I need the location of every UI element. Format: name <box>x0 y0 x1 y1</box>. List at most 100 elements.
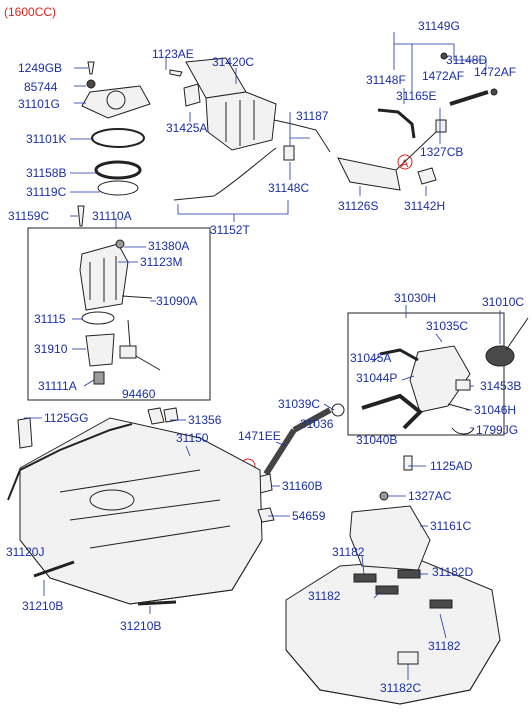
tank-under-shield-assembly <box>285 491 501 705</box>
filler-neck-box <box>347 312 505 436</box>
pad-31182D-shape <box>397 569 421 579</box>
label-1472AF-b: 1472AF <box>474 65 516 79</box>
ring-31101K-shape <box>91 128 145 148</box>
pump-31910-shape <box>85 333 115 367</box>
clip-1472AF-a <box>440 52 448 60</box>
tube-to-filter <box>395 131 437 171</box>
label-31182-a: 31182 <box>332 545 365 559</box>
label-31045A: 31045A <box>350 351 391 365</box>
label-31119C: 31119C <box>26 185 67 199</box>
label-31420C: 31420C <box>212 55 254 69</box>
strainer-31111A-shape <box>93 371 105 385</box>
sender-arm-31090A-shape <box>121 295 153 299</box>
label-31035C: 31035C <box>426 319 468 333</box>
label-1125GG: 1125GG <box>44 411 88 425</box>
sender-connector-shape <box>119 345 137 359</box>
label-31165E: 31165E <box>396 89 436 103</box>
label-1472AF-a: 1472AF <box>422 69 464 83</box>
bolt-31159C-shape <box>77 205 85 227</box>
label-31210B-a: 31210B <box>22 599 63 613</box>
label-31148C: 31148C <box>268 181 309 195</box>
label-31039C: 31039C <box>278 397 320 411</box>
label-31120J: 31120J <box>6 545 44 559</box>
bolt-1249GB-shape <box>87 61 95 75</box>
canister-assembly <box>169 57 331 201</box>
label-85744: 85744 <box>24 80 58 94</box>
gasket-31119C-shape <box>97 180 139 196</box>
pipe-31152T-shape <box>173 147 277 201</box>
label-31187: 31187 <box>296 109 329 123</box>
label-31161C: 31161C <box>430 519 471 533</box>
label-31101G: 31101G <box>18 97 60 111</box>
band-31210B-a <box>33 560 75 578</box>
label-1799JG: 1799JG <box>476 423 518 437</box>
bracket-31161C-shape <box>349 505 431 571</box>
bolt-1123AE-shape <box>169 69 183 77</box>
label-31142H: 31142H <box>404 199 445 213</box>
label-54659: 54659 <box>292 509 326 523</box>
pad-31182-a <box>353 573 377 583</box>
label-1125AD: 1125AD <box>430 459 473 473</box>
label-31453B: 31453B <box>480 379 521 393</box>
hose-31045A-shape <box>379 348 419 362</box>
label-31182-b: 31182 <box>308 589 341 603</box>
label-31046H: 31046H <box>474 403 516 417</box>
fuel-cap-31010C-shape <box>485 345 515 367</box>
label-31380A: 31380A <box>148 239 189 253</box>
clip-31148C-shape <box>283 145 295 161</box>
fuel-tank-assembly <box>7 407 275 606</box>
label-31110A: 31110A <box>92 209 132 223</box>
clamp-1799JG-shape <box>451 427 475 435</box>
clip-1472AF-b <box>490 88 498 96</box>
label-31090A: 31090A <box>156 294 197 308</box>
label-31150: 31150 <box>176 431 209 445</box>
bolt-1327AC-shape <box>379 491 389 501</box>
clamp-31039C-shape <box>331 403 345 417</box>
label-31160B: 31160B <box>282 479 322 493</box>
pad-31182-b <box>375 585 399 595</box>
label-31030H: 31030H <box>394 291 436 305</box>
bolt-54659-shape <box>257 507 275 523</box>
label-31182C: 31182C <box>380 681 421 695</box>
label-31152T: 31152T <box>210 223 250 237</box>
bracket-1327CB-shape <box>435 119 447 133</box>
label-1327CB: 1327CB <box>420 145 463 159</box>
label-1327AC: 1327AC <box>408 489 452 503</box>
label-31040B: 31040B <box>356 433 397 447</box>
pump-cover-stack <box>77 61 151 227</box>
label-31425A: 31425A <box>166 121 207 135</box>
filter-ring-31115-shape <box>81 311 115 325</box>
hose-31036-shape <box>292 407 332 433</box>
fuel-pump-module <box>79 239 161 385</box>
pump-module-box <box>27 227 211 401</box>
label-31036: 31036 <box>300 417 334 431</box>
label-31101K: 31101K <box>26 132 66 146</box>
label-31159C: 31159C <box>8 209 49 223</box>
label-31148D: 31148D <box>446 53 487 67</box>
filler-neck-assembly <box>361 317 529 435</box>
ring-31158B-shape <box>94 160 142 180</box>
valve-31453B-shape <box>455 379 471 391</box>
label-31010C: 31010C <box>482 295 524 309</box>
band-31210B-b <box>137 600 177 606</box>
label-31158B: 31158B <box>26 166 66 180</box>
vapor-line-assembly <box>337 52 498 191</box>
bracket-31142H-shape <box>417 167 437 185</box>
heat-shield-31120J-shape <box>7 423 133 501</box>
label-31910: 31910 <box>34 342 68 356</box>
label-31148F: 31148F <box>366 73 406 87</box>
hose-31040B-shape <box>361 393 423 430</box>
reference-marker-a-upper <box>397 154 413 170</box>
title-engine-variant: (1600CC) <box>4 5 56 19</box>
label-1123AE: 1123AE <box>152 47 194 61</box>
hose-31148F-shape <box>377 108 416 139</box>
filter-31126S-shape <box>337 157 401 191</box>
label-31126S: 31126S <box>338 199 378 213</box>
filler-neck-31030H-shape <box>409 345 471 413</box>
label-31123M: 31123M <box>140 255 182 269</box>
label-1249GB: 1249GB <box>18 61 62 75</box>
hose-31148D-shape <box>449 90 489 106</box>
label-94460: 94460 <box>122 387 156 401</box>
cover-plate-center <box>106 90 126 110</box>
